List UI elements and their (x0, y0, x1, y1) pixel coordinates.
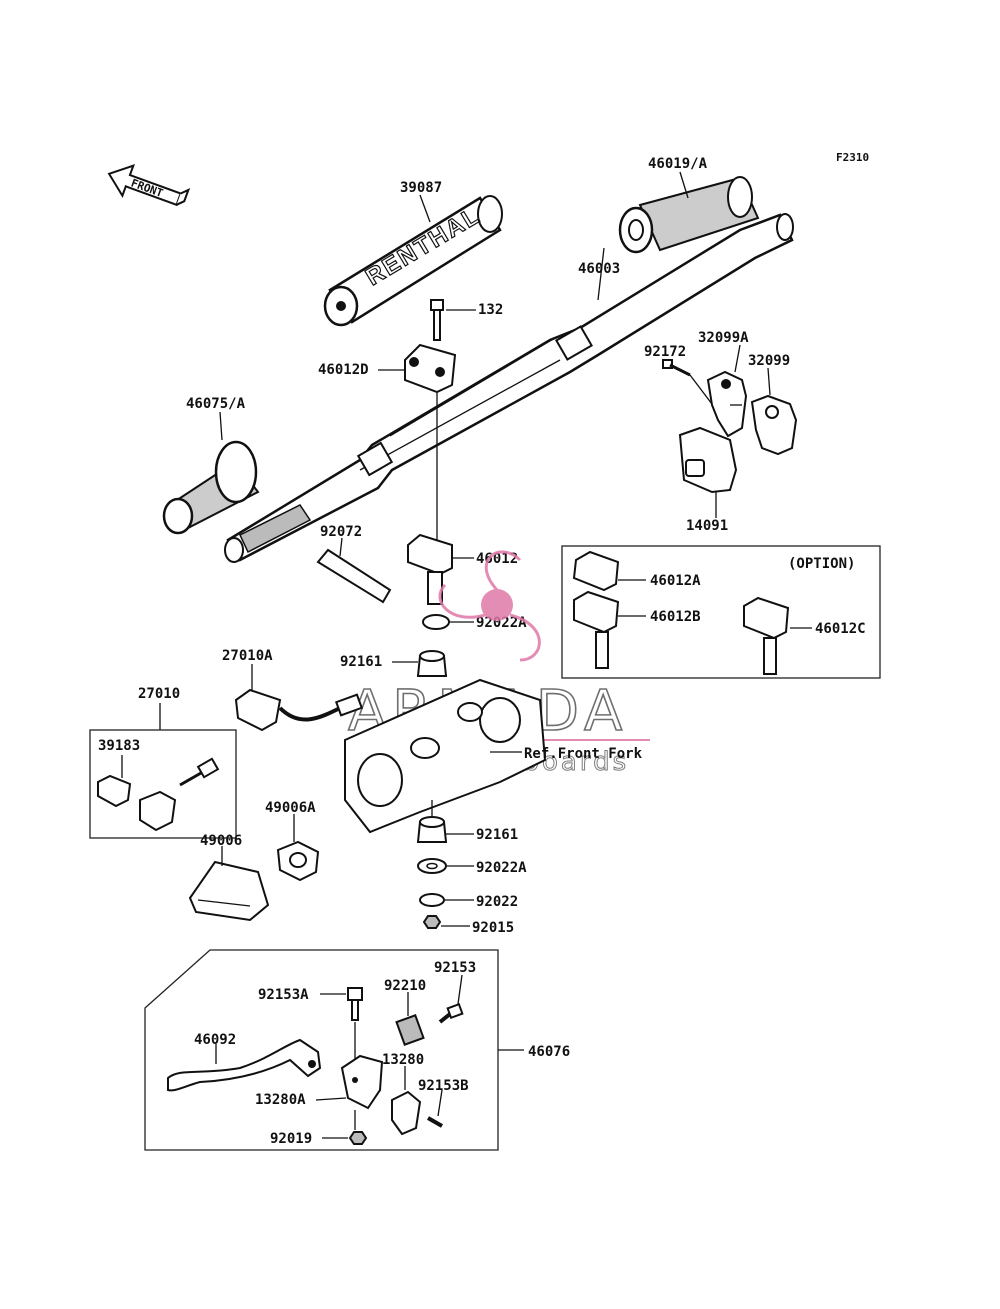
label-27010A: 27010A (222, 648, 273, 664)
label-92072: 92072 (320, 524, 362, 540)
label-92210: 92210 (384, 978, 426, 994)
bolt-132 (430, 299, 444, 341)
crossbar-pad: RENTHAL (323, 195, 503, 327)
label-46012A: 46012A (650, 573, 701, 589)
label-39183: 39183 (98, 738, 140, 754)
label-46012B: 46012B (650, 609, 701, 625)
bolt-92153a (347, 987, 363, 1021)
clutch-lever (167, 1038, 322, 1092)
clamp-46012b (573, 590, 620, 669)
label-92161-bottom: 92161 (476, 827, 518, 843)
switch-kit-box (89, 729, 237, 839)
label-46092: 46092 (194, 1032, 236, 1048)
figure-code: F2310 (836, 151, 869, 164)
kill-switch (678, 426, 738, 494)
label-46075A: 46075/A (186, 396, 246, 412)
bolt-92153 (438, 1002, 464, 1024)
adjuster-92210 (395, 1014, 425, 1046)
label-92015: 92015 (472, 920, 514, 936)
washer-92022 (419, 893, 445, 907)
label-92019: 92019 (270, 1131, 312, 1147)
screw-92172 (662, 359, 691, 377)
label-32099: 32099 (748, 353, 790, 369)
label-92153A: 92153A (258, 987, 309, 1003)
switch-27010a (234, 688, 364, 732)
label-92153B: 92153B (418, 1078, 469, 1094)
left-grip (162, 440, 260, 535)
label-92161-top: 92161 (340, 654, 382, 670)
handlebar (224, 213, 794, 563)
housing-32099a (706, 370, 748, 438)
label-92022: 92022 (476, 894, 518, 910)
label-39087: 39087 (400, 180, 442, 196)
front-label: FRONT (129, 176, 165, 200)
cable-tie (316, 548, 392, 604)
label-32099A: 32099A (698, 330, 749, 346)
label-46012D: 46012D (318, 362, 369, 378)
label-49006A: 49006A (265, 800, 316, 816)
switch-39183 (97, 757, 220, 832)
propeller-logo-icon (438, 550, 541, 662)
clamp-46012c (743, 596, 790, 675)
label-46012C: 46012C (815, 621, 866, 637)
label-92022A-bottom: 92022A (476, 860, 527, 876)
label-92153: 92153 (434, 960, 476, 976)
label-92172: 92172 (644, 344, 686, 360)
upper-clamp (404, 343, 457, 394)
cover-49006 (188, 860, 270, 922)
lower-clamp (407, 533, 453, 605)
label-14091: 14091 (686, 518, 728, 534)
bushing-92161-bottom (416, 816, 448, 843)
clamp-46012a (572, 550, 620, 592)
nut-92015 (422, 915, 442, 929)
label-92022A-top: 92022A (476, 615, 527, 631)
front-arrow-icon: FRONT (107, 164, 191, 207)
bolt-92153b (427, 1116, 443, 1128)
washer-92022a-top (422, 614, 450, 630)
bushing-92161-top (416, 650, 448, 677)
perch-13280a (340, 1054, 384, 1110)
clamp-13280 (391, 1090, 422, 1136)
label-27010: 27010 (138, 686, 180, 702)
label-49006: 49006 (200, 833, 242, 849)
triple-clamp (344, 678, 547, 834)
right-grip (618, 176, 760, 254)
adjuster-49006a (276, 840, 320, 882)
label-46019A: 46019/A (648, 156, 708, 172)
label-46003: 46003 (578, 261, 620, 277)
housing-32099 (750, 394, 798, 456)
label-13280A: 13280A (255, 1092, 306, 1108)
label-13280: 13280 (382, 1052, 424, 1068)
nut-92019 (348, 1131, 368, 1145)
label-46076: 46076 (528, 1044, 570, 1060)
label-132: 132 (478, 302, 503, 318)
reference-label: Ref.Front Fork (524, 746, 643, 762)
lever-assembly-box (144, 949, 499, 1151)
option-box (561, 545, 881, 679)
option-label: (OPTION) (788, 556, 855, 572)
